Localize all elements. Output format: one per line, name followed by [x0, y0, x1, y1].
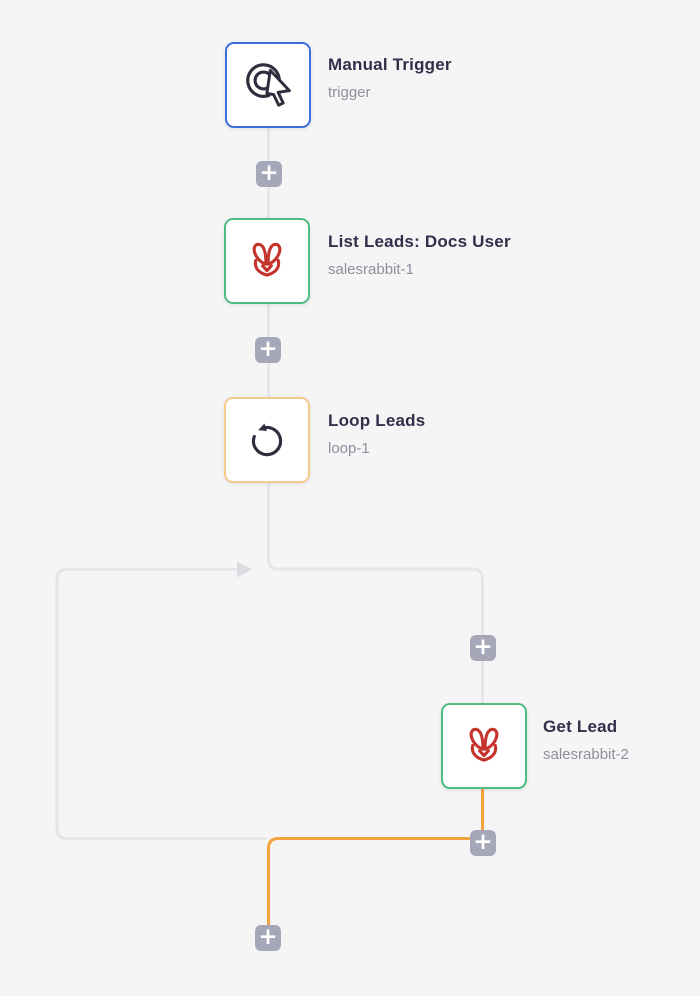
node-subtitle: salesrabbit-2 [543, 746, 629, 763]
edge-loopback [55, 568, 267, 840]
salesrabbit-icon [252, 242, 282, 277]
plus-icon: + [258, 336, 278, 362]
add-step-button[interactable]: + [470, 830, 496, 856]
add-step-button[interactable]: + [255, 925, 281, 951]
node-label-loop-leads: Loop Leads loop-1 [328, 410, 425, 458]
loop-icon [251, 423, 283, 457]
node-title: List Leads: Docs User [328, 232, 511, 251]
node-subtitle: trigger [328, 84, 371, 101]
edge-loop-to-getlead [267, 481, 484, 705]
edge-loop-exit [267, 837, 472, 927]
plus-icon: + [473, 634, 493, 660]
plus-icon: + [258, 924, 278, 950]
node-title: Manual Trigger [328, 55, 452, 74]
node-get-lead[interactable] [441, 703, 527, 789]
plus-icon: + [473, 829, 493, 855]
node-title: Get Lead [543, 717, 618, 736]
add-step-button[interactable]: + [256, 161, 282, 187]
node-label-get-lead: Get Lead salesrabbit-2 [543, 716, 629, 764]
node-loop-leads[interactable] [224, 397, 310, 483]
plus-icon: + [259, 160, 279, 186]
node-list-leads[interactable] [224, 218, 310, 304]
salesrabbit-icon [469, 727, 499, 762]
node-subtitle: salesrabbit-1 [328, 261, 414, 278]
node-label-list-leads: List Leads: Docs User salesrabbit-1 [328, 231, 511, 279]
canvas-bottom-edge [0, 996, 700, 1000]
node-label-manual-trigger: Manual Trigger trigger [328, 54, 452, 102]
manual-trigger-icon [246, 63, 291, 107]
node-manual-trigger[interactable] [225, 42, 311, 128]
node-subtitle: loop-1 [328, 440, 370, 457]
node-title: Loop Leads [328, 411, 426, 430]
add-step-button[interactable]: + [255, 337, 281, 363]
add-step-button[interactable]: + [470, 635, 496, 661]
loopback-arrowhead-icon [237, 561, 252, 578]
